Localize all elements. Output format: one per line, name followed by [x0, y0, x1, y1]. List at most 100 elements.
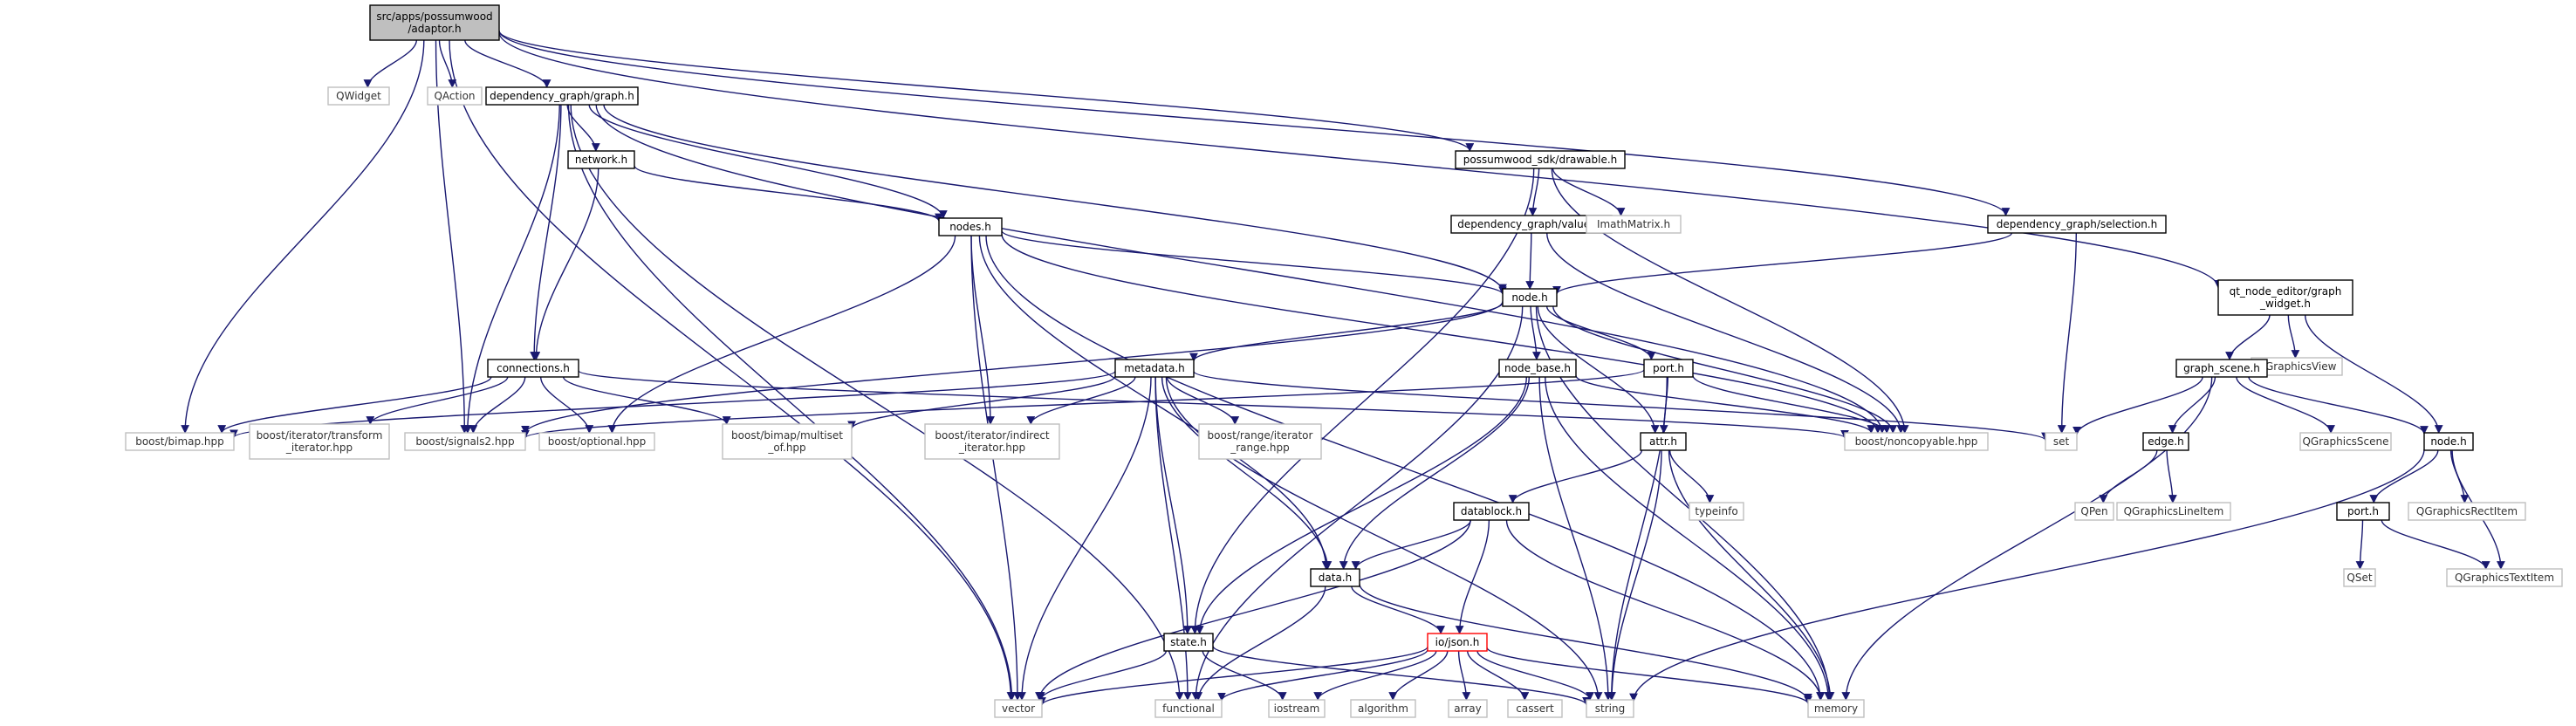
- node-box-datablock: [1453, 502, 1530, 521]
- node-optional[interactable]: boost/optional.hpp: [538, 432, 655, 451]
- node-label-multiset: boost/bimap/multiset: [731, 429, 843, 442]
- node-box-selection: [1987, 215, 2167, 234]
- node-values[interactable]: dependency_graph/values.h: [1450, 215, 1613, 234]
- node-label-qset: QSet: [2346, 572, 2372, 584]
- edge-datablock-to-json: [1455, 519, 1490, 634]
- node-label-datablock: datablock.h: [1461, 505, 1522, 517]
- edge-graphscene-to-memory: [1841, 376, 2213, 701]
- node-label-port2: port.h: [2347, 505, 2379, 517]
- node-selection[interactable]: dependency_graph/selection.h: [1987, 215, 2167, 234]
- node-box-optional: [538, 432, 655, 451]
- edge-json-to-cassert: [1467, 650, 1530, 701]
- node-adaptor[interactable]: src/apps/possumwood/adaptor.h: [369, 4, 500, 41]
- node-port[interactable]: port.h: [1643, 359, 1694, 378]
- node-transformit[interactable]: boost/iterator/transform_iterator.hpp: [249, 423, 390, 460]
- node-imath[interactable]: ImathMatrix.h: [1586, 215, 1682, 234]
- node-metadata[interactable]: metadata.h: [1114, 359, 1195, 378]
- node-algorithm[interactable]: algorithm: [1350, 699, 1416, 718]
- node-typeinfo[interactable]: typeinfo: [1689, 502, 1744, 521]
- node-label-optional: boost/optional.hpp: [548, 435, 647, 448]
- node-node2[interactable]: node.h: [2423, 432, 2474, 451]
- edge-nodes-to-node: [1001, 229, 1507, 296]
- node-graphscene[interactable]: graph_scene.h: [2175, 359, 2268, 378]
- edge-json-to-functional: [1217, 649, 1428, 702]
- node-qrectitem[interactable]: QGraphicsRectItem: [2408, 502, 2526, 521]
- edge-state-to-vector: [1036, 650, 1167, 701]
- node-signals2[interactable]: boost/signals2.hpp: [404, 432, 526, 451]
- node-noncopyable[interactable]: boost/noncopyable.hpp: [1844, 432, 1989, 451]
- node-label-typeinfo: typeinfo: [1695, 505, 1737, 517]
- node-connections[interactable]: connections.h: [487, 359, 579, 378]
- node-box-data: [1310, 568, 1360, 587]
- node-cassert[interactable]: cassert: [1507, 699, 1563, 718]
- node-datablock[interactable]: datablock.h: [1453, 502, 1530, 521]
- edge-metadata-to-data: [1161, 376, 1333, 570]
- node-network[interactable]: network.h: [567, 150, 635, 169]
- edge-drawable-to-noncopyable: [1551, 168, 1909, 434]
- node-json[interactable]: io/json.h: [1427, 633, 1488, 652]
- edge-attr-to-typeinfo: [1668, 449, 1715, 503]
- node-label-connections: connections.h: [497, 362, 570, 374]
- node-attr[interactable]: attr.h: [1640, 432, 1687, 451]
- node-graph[interactable]: dependency_graph/graph.h: [485, 86, 639, 106]
- node-set[interactable]: set: [2045, 432, 2078, 451]
- node-box-qwidget: [327, 86, 390, 106]
- node-qtgraphwidget[interactable]: qt_node_editor/graph_widget.h: [2217, 279, 2353, 316]
- edge-connections-to-signals2: [469, 376, 526, 434]
- node-qgraphicsview[interactable]: QGraphicsView: [2251, 357, 2343, 376]
- edge-nodebase-to-noncopyable: [1575, 375, 1876, 434]
- edge-qtgraphwidget-to-qgraphicsview: [2287, 314, 2300, 359]
- node-string[interactable]: string: [1586, 699, 1634, 718]
- node-box-memory: [1807, 699, 1865, 718]
- node-port2[interactable]: port.h: [2336, 502, 2390, 521]
- node-label-node2: node.h: [2430, 435, 2466, 448]
- node-nodebase[interactable]: node_base.h: [1498, 359, 1577, 378]
- node-iterrange[interactable]: boost/range/iterator_range.hpp: [1198, 423, 1322, 460]
- node-nodes[interactable]: nodes.h: [938, 217, 1003, 236]
- node-functional[interactable]: functional: [1154, 699, 1223, 718]
- node-qaction[interactable]: QAction: [427, 86, 483, 106]
- node-label-vector: vector: [1002, 702, 1035, 715]
- node-drawable[interactable]: possumwood_sdk/drawable.h: [1455, 150, 1626, 169]
- node-qlineitem[interactable]: QGraphicsLineItem: [2116, 502, 2231, 521]
- node-box-iterrange: [1198, 423, 1322, 460]
- node-bimap[interactable]: boost/bimap.hpp: [125, 432, 235, 451]
- node-qgraphicsscene[interactable]: QGraphicsScene: [2299, 432, 2392, 451]
- node-qwidget[interactable]: QWidget: [327, 86, 390, 106]
- edge-graph-to-node: [603, 104, 1507, 293]
- node-qtextitem[interactable]: QGraphicsTextItem: [2446, 568, 2563, 587]
- node-box-qlineitem: [2116, 502, 2231, 521]
- node-label-memory: memory: [1814, 702, 1858, 715]
- node-state[interactable]: state.h: [1163, 633, 1214, 652]
- node-vector[interactable]: vector: [994, 699, 1043, 718]
- node-indirectit[interactable]: boost/iterator/indirect_iterator.hpp: [924, 423, 1060, 460]
- node-edge[interactable]: edge.h: [2142, 432, 2189, 451]
- node-qpen[interactable]: QPen: [2074, 502, 2114, 521]
- edge-adaptor-to-graph: [464, 39, 552, 88]
- node-box-graph: [485, 86, 639, 106]
- edge-graph-to-noncopyable: [595, 104, 1887, 434]
- edge-metadata-to-functional: [1154, 376, 1192, 701]
- edge-nodebase-to-state: [1195, 376, 1527, 634]
- node-label-algorithm: algorithm: [1358, 702, 1408, 715]
- node-iostream[interactable]: iostream: [1268, 699, 1326, 718]
- node-qset[interactable]: QSet: [2343, 568, 2376, 587]
- node-label-iostream: iostream: [1274, 702, 1320, 715]
- node-memory[interactable]: memory: [1807, 699, 1865, 718]
- node-label-qtgraphwidget: qt_node_editor/graph: [2230, 285, 2342, 298]
- node-label-bimap: boost/bimap.hpp: [135, 435, 224, 448]
- node-label-qwidget: QWidget: [336, 90, 381, 102]
- node-label-functional: functional: [1162, 702, 1215, 715]
- node-label-indirectit: boost/iterator/indirect: [935, 429, 1050, 442]
- node-label-iterrange: _range.hpp: [1230, 442, 1290, 454]
- node-array[interactable]: array: [1448, 699, 1488, 718]
- node-multiset[interactable]: boost/bimap/multiset_of.hpp: [722, 423, 853, 460]
- edge-values-to-node: [1525, 232, 1535, 290]
- node-data[interactable]: data.h: [1310, 568, 1360, 587]
- node-box-noncopyable: [1844, 432, 1989, 451]
- node-label-array: array: [1454, 702, 1481, 715]
- edge-json-to-memory: [1486, 647, 1812, 705]
- node-node[interactable]: node.h: [1502, 288, 1558, 307]
